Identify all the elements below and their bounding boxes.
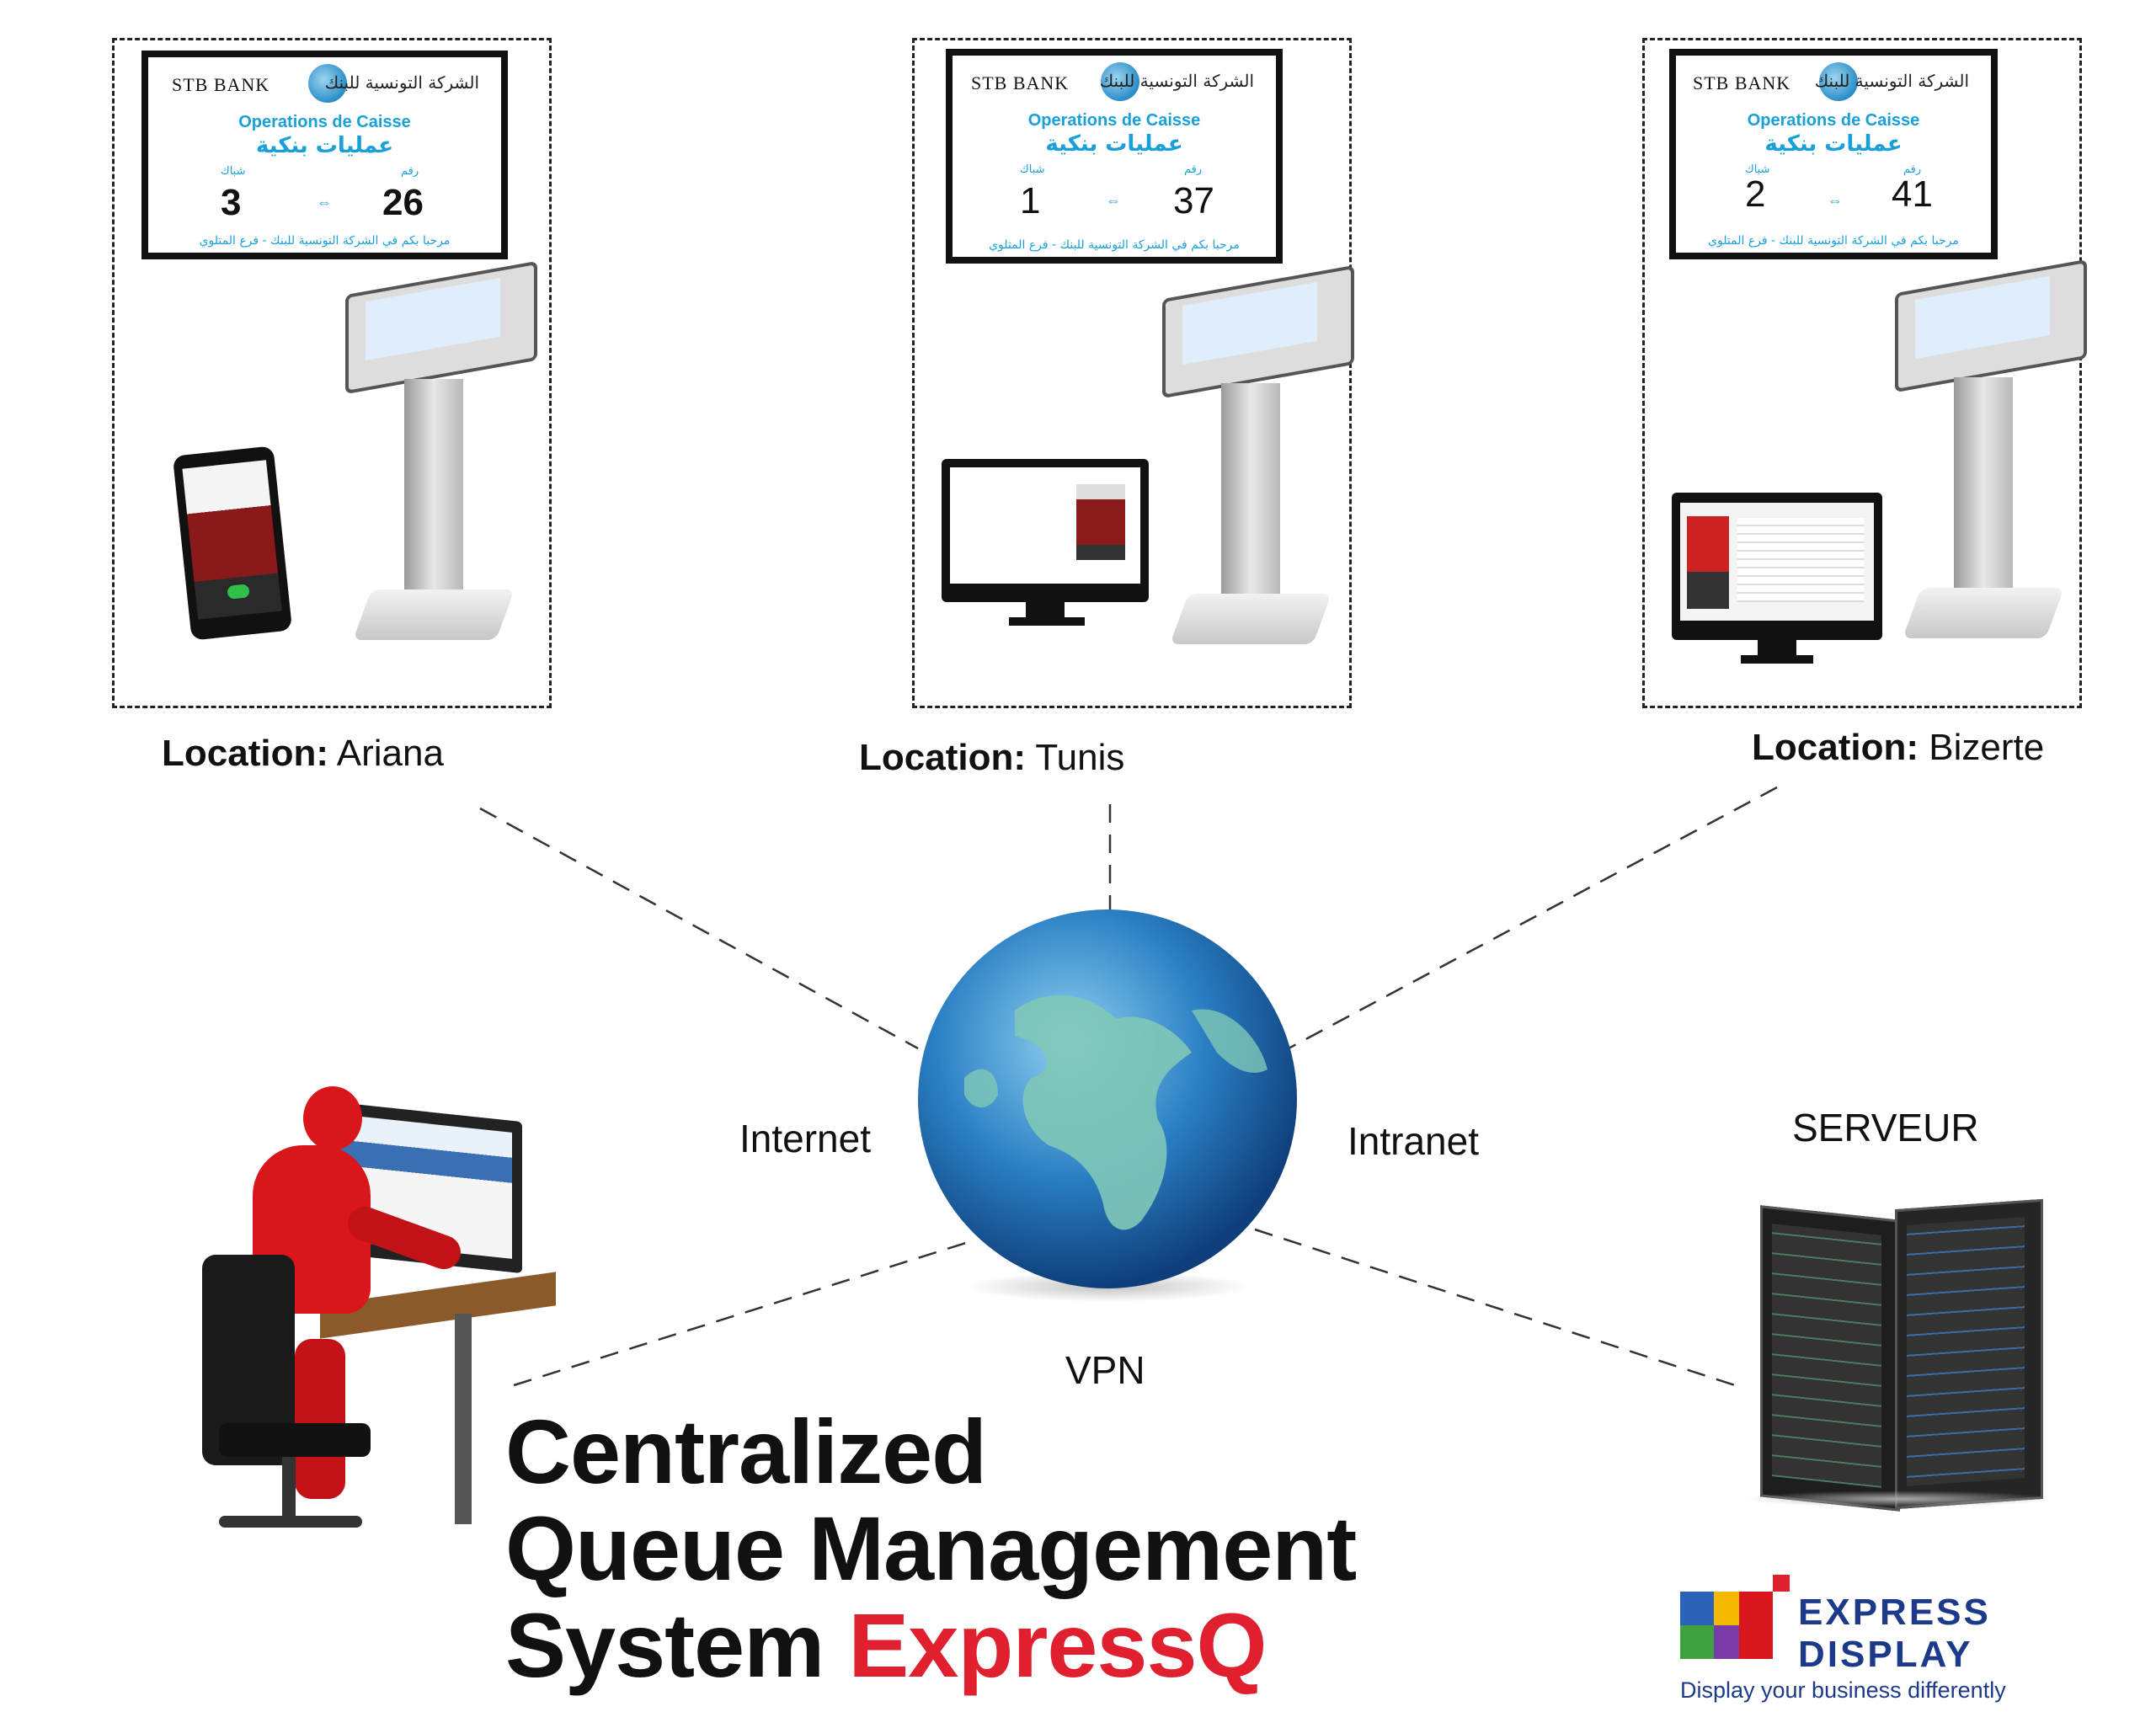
counter-label: شباك bbox=[1020, 163, 1045, 176]
title-system: System bbox=[505, 1594, 825, 1696]
bank-emblem-icon bbox=[1819, 62, 1858, 101]
welcome-message: مرحبا بكم في الشركة التونسية للبنك - فرع… bbox=[1708, 234, 1959, 248]
location-label-bizerte: Location: Bizerte bbox=[1752, 727, 2045, 768]
bank-name: STB BANK bbox=[1693, 72, 1791, 93]
operation-title-arabic: عمليات بنكية bbox=[1045, 131, 1183, 157]
welcome-message: مرحبا بكم في الشركة التونسية للبنك - فرع… bbox=[199, 234, 451, 248]
counter-value: 1 bbox=[1020, 180, 1041, 221]
counter-value: 2 bbox=[1745, 173, 1766, 215]
express-display-logo-icon bbox=[1680, 1575, 1798, 1667]
tablet-ticket-device bbox=[172, 445, 293, 641]
globe-icon bbox=[918, 909, 1297, 1302]
ticket-number: 37 bbox=[1173, 180, 1214, 221]
line-ariana bbox=[479, 807, 919, 1050]
number-label: رقم bbox=[1184, 163, 1203, 176]
queue-display-bizerte: STB BANK الشركة التونسية للبنك Operation… bbox=[1669, 49, 1998, 259]
location-name: Bizerte bbox=[1929, 727, 2045, 768]
ticket-kiosk bbox=[1895, 259, 2087, 647]
ticket-number: 41 bbox=[1892, 173, 1933, 215]
welcome-message: مرحبا بكم في الشركة التونسية للبنك - فرع… bbox=[989, 238, 1240, 252]
desktop-monitor bbox=[1672, 493, 1882, 669]
location-box-bizerte bbox=[1642, 38, 2082, 708]
operation-title-arabic: عمليات بنكية bbox=[1764, 131, 1903, 157]
location-label-ariana: Location: Ariana bbox=[162, 733, 444, 774]
operator-workstation bbox=[202, 1086, 556, 1583]
queue-display-ariana: STB BANK الشركة التونسية للبنك Operation… bbox=[141, 51, 508, 259]
number-label: رقم bbox=[1903, 163, 1922, 176]
bank-name-arabic: الشركة التونسية للبنك bbox=[1814, 71, 1969, 91]
counter-label: شباك bbox=[221, 165, 246, 178]
location-name: Ariana bbox=[336, 733, 444, 774]
arrow-icon: ⇔ bbox=[317, 194, 332, 211]
number-label: رقم bbox=[401, 165, 419, 178]
line-operator bbox=[513, 1240, 969, 1387]
logo-display: DISPLAY bbox=[1798, 1634, 1973, 1675]
bank-name-arabic: الشركة التونسية للبنك bbox=[1099, 71, 1254, 91]
location-box-tunis bbox=[912, 38, 1352, 708]
ticket-kiosk bbox=[1162, 264, 1354, 653]
bank-emblem-icon bbox=[1101, 62, 1139, 101]
desktop-monitor bbox=[942, 459, 1149, 627]
server-rack-icon bbox=[1743, 1196, 2055, 1516]
line-bizerte bbox=[1288, 786, 1778, 1050]
operation-title: Operations de Caisse bbox=[238, 113, 411, 131]
logo-express: EXPRESS bbox=[1798, 1592, 1991, 1633]
vpn-label: VPN bbox=[1065, 1348, 1145, 1392]
line-server bbox=[1254, 1228, 1736, 1387]
counter-value: 3 bbox=[221, 182, 242, 223]
operation-title: Operations de Caisse bbox=[1027, 111, 1201, 130]
counter-label: شباك bbox=[1745, 163, 1770, 176]
title-line-2: Queue Management bbox=[505, 1497, 1357, 1599]
server-label: SERVEUR bbox=[1792, 1106, 1979, 1149]
arrow-icon: ⇔ bbox=[1106, 192, 1121, 209]
ticket-number: 26 bbox=[382, 182, 424, 223]
location-box-ariana bbox=[112, 38, 552, 708]
intranet-label: Intranet bbox=[1348, 1119, 1479, 1163]
location-label-tunis: Location: Tunis bbox=[859, 737, 1125, 778]
brand-name: ExpressQ bbox=[848, 1594, 1267, 1696]
logo-tagline: Display your business differently bbox=[1680, 1677, 2006, 1703]
arrow-icon: ⇔ bbox=[1828, 192, 1843, 209]
title-line-1: Centralized bbox=[505, 1400, 987, 1502]
operation-title: Operations de Caisse bbox=[1747, 111, 1920, 130]
location-name: Tunis bbox=[1035, 737, 1125, 778]
bank-emblem-icon bbox=[308, 64, 347, 103]
title-line-3: System ExpressQ bbox=[505, 1600, 1267, 1691]
internet-label: Internet bbox=[739, 1117, 871, 1160]
bank-name: STB BANK bbox=[971, 72, 1070, 93]
ticket-kiosk bbox=[345, 260, 537, 648]
queue-display-tunis: STB BANK الشركة التونسية للبنك Operation… bbox=[946, 49, 1283, 264]
operation-title-arabic: عمليات بنكية bbox=[255, 133, 394, 158]
bank-name: STB BANK bbox=[172, 74, 270, 95]
bank-name-arabic: الشركة التونسية للبنك bbox=[324, 72, 479, 93]
